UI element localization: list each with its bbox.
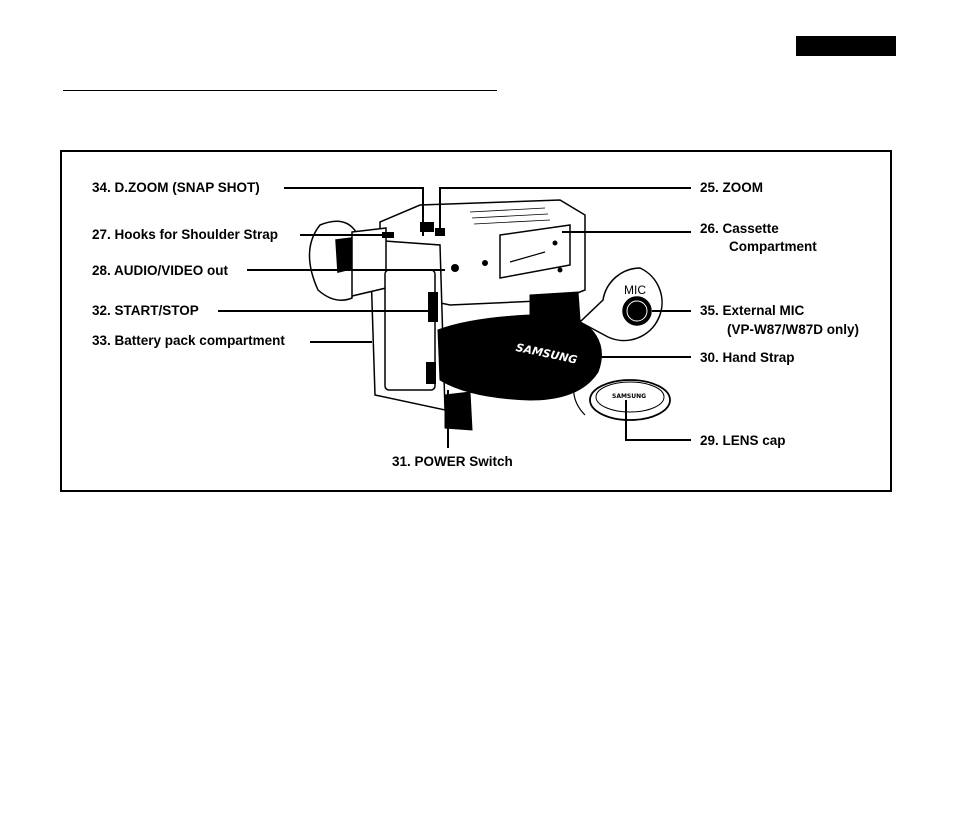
mic-callout-label: MIC <box>624 283 646 297</box>
mic-callout <box>580 268 662 341</box>
label-cassette-line1: 26. Cassette <box>700 221 779 237</box>
label-shoulder-strap-hooks: 27. Hooks for Shoulder Strap <box>92 227 278 243</box>
label-zoom: 25. ZOOM <box>700 180 763 196</box>
label-audio-video-out: 28. AUDIO/VIDEO out <box>92 263 228 279</box>
label-hand-strap: 30. Hand Strap <box>700 350 795 366</box>
label-battery-compartment: 33. Battery pack compartment <box>92 333 285 349</box>
label-external-mic-line2: (VP-W87/W87D only) <box>727 322 859 338</box>
label-power-switch: 31. POWER Switch <box>392 454 513 470</box>
label-lens-cap: 29. LENS cap <box>700 433 786 449</box>
label-cassette-line2: Compartment <box>729 239 817 255</box>
label-dzoom: 34. D.ZOOM (SNAP SHOT) <box>92 180 260 196</box>
label-external-mic-line1: 35. External MIC <box>700 303 804 319</box>
lens-cap-logo: SAMSUNG <box>612 393 646 400</box>
label-start-stop: 32. START/STOP <box>92 303 199 319</box>
